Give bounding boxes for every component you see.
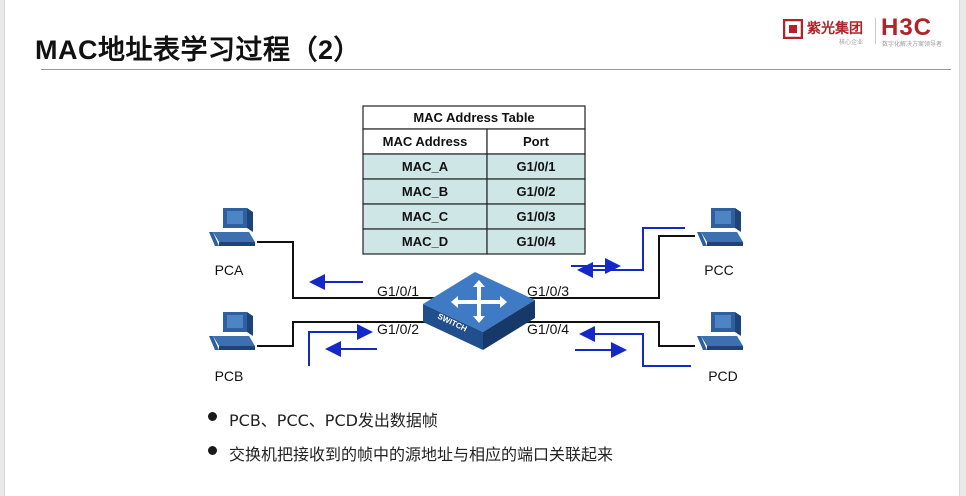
logo-sub-right: 数字化解决方案领导者 <box>882 41 943 48</box>
mac-table-cell: MAC_C <box>402 209 449 224</box>
mac-table-cell: G1/0/2 <box>516 184 555 199</box>
arrow-from-pcc <box>577 227 685 278</box>
pcb-computer-icon <box>209 312 255 350</box>
mac-table-cell: MAC_A <box>402 159 449 174</box>
mac-table-cell: G1/0/1 <box>516 159 555 174</box>
mac-table-cell: G1/0/4 <box>516 234 556 249</box>
title-divider <box>41 69 951 70</box>
pcb-label: PCB <box>215 368 244 384</box>
link-pca <box>257 241 435 299</box>
link-pcb <box>257 321 435 347</box>
pca-computer-icon <box>209 208 255 246</box>
link-pcc <box>523 235 695 299</box>
mac-table-header-mac: MAC Address <box>383 134 468 149</box>
arrow-from-pcb <box>308 324 373 366</box>
logo-brand-cn: 紫光集团 <box>807 21 863 37</box>
slide: MAC地址表学习过程（2） 紫光集团 核心企业 H3C 数字化解决方案领导者 <box>4 0 960 496</box>
switch-icon: SWITCH <box>423 272 535 350</box>
mac-table-caption: MAC Address Table <box>413 110 534 125</box>
logo-mark-icon <box>783 19 803 39</box>
logo-brand-en: H3C <box>881 14 933 41</box>
bullet-dot-icon <box>208 446 217 455</box>
port-label: G1/0/4 <box>527 321 569 337</box>
frame-flow-arrows <box>308 227 691 367</box>
network-diagram: MAC Address Table MAC Address Port MAC_A… <box>209 105 743 384</box>
mac-table-row: MAC_C G1/0/3 <box>362 203 586 230</box>
mac-table-header-port: Port <box>523 134 550 149</box>
mac-table-cell: MAC_B <box>402 184 448 199</box>
pcd-computer-icon <box>697 312 743 350</box>
link-pcd <box>523 321 695 347</box>
port-label: G1/0/3 <box>527 283 569 299</box>
mac-address-table: MAC Address Table MAC Address Port MAC_A… <box>362 105 586 255</box>
mac-table-cell: MAC_D <box>402 234 448 249</box>
h3c-logo: 紫光集团 核心企业 H3C 数字化解决方案领导者 <box>781 14 953 48</box>
port-label: G1/0/1 <box>377 283 419 299</box>
bullet-dot-icon <box>208 412 217 421</box>
mac-table-row: MAC_A G1/0/1 <box>362 153 586 180</box>
network-links <box>257 235 695 347</box>
pcc-label: PCC <box>704 262 734 278</box>
pcc-computer-icon <box>697 208 743 246</box>
bullet-text: PCB、PCC、PCD发出数据帧 <box>229 411 438 430</box>
pcd-label: PCD <box>708 368 738 384</box>
mac-table-row: MAC_D G1/0/4 <box>362 228 586 255</box>
logo-sub-left: 核心企业 <box>839 39 864 46</box>
logo-separator <box>875 18 876 44</box>
port-label: G1/0/2 <box>377 321 419 337</box>
page-title: MAC地址表学习过程（2） <box>35 35 362 65</box>
pca-label: PCA <box>215 262 244 278</box>
arrow-from-pcd <box>579 326 691 367</box>
bullet-text: 交换机把接收到的帧中的源地址与相应的端口关联起来 <box>229 445 614 464</box>
mac-table-row: MAC_B G1/0/2 <box>362 178 586 205</box>
mac-table-cell: G1/0/3 <box>516 209 555 224</box>
